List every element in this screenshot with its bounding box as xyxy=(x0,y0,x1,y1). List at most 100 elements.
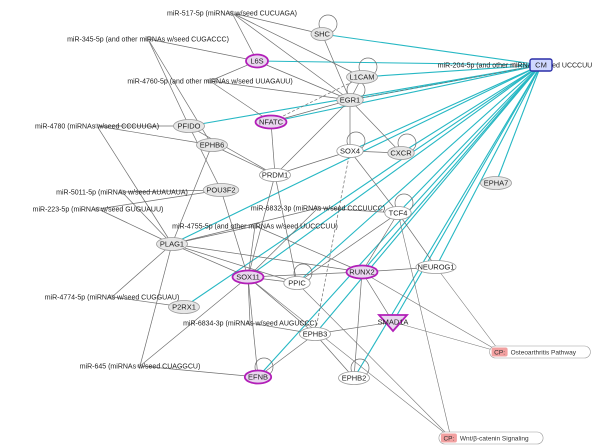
edge-m223-pou3f2 xyxy=(97,188,222,210)
node-tcf4[interactable]: TCF4 xyxy=(384,206,412,220)
node-m345[interactable]: miR-345-5p (and other miRNAs w/seed CUGA… xyxy=(67,37,229,44)
pathway-edge-sox11-cp-wnt xyxy=(247,276,452,439)
node-ellipse-shape xyxy=(243,369,273,385)
node-efnb[interactable]: EFNB xyxy=(243,369,273,385)
node-ppic[interactable]: PPIC xyxy=(283,276,311,290)
node-label: L6S xyxy=(250,57,263,66)
node-label: EFNB xyxy=(248,373,268,382)
node-ellipse-shape xyxy=(259,168,291,182)
mirna-label: miR-4760-5p (and other miRNAs w/seed UUA… xyxy=(127,79,292,86)
node-label: SOX11 xyxy=(236,273,260,282)
edge-m345-pfido xyxy=(147,38,190,127)
edge-m6832-sox11 xyxy=(247,207,319,278)
node-cxcr[interactable]: CXCR xyxy=(387,146,415,160)
edge-cm-sox11 xyxy=(247,64,542,278)
mirna-marker xyxy=(246,320,254,326)
node-label: PFIDO xyxy=(178,122,201,131)
mirna-label: miR-4774-5p (miRNAs w/seed CUGGUAU) xyxy=(45,295,180,302)
node-m4755[interactable]: miR-4755-5p (and other miRNAs w/seed UUC… xyxy=(172,224,338,231)
node-ephb2[interactable]: EPHB2 xyxy=(338,371,370,385)
node-pfido[interactable]: PFIDO xyxy=(173,119,205,133)
edge-cm-l1cam xyxy=(361,64,542,80)
node-pou3f2[interactable]: POU3F2 xyxy=(202,183,240,197)
node-cm[interactable]: CM xyxy=(529,58,553,72)
node-label: SMAD1A xyxy=(378,318,409,327)
node-ephaz[interactable]: EPHA7 xyxy=(480,176,512,190)
node-nfatc[interactable]: NFATC xyxy=(254,114,288,130)
node-label: PRDM1 xyxy=(262,171,288,180)
edge-m4780-ephb xyxy=(96,125,213,147)
node-label: EPHA7 xyxy=(484,179,509,188)
node-ellipse-shape xyxy=(245,53,269,69)
pathway-label: Wnt/β-catenin Signaling xyxy=(460,435,529,442)
pathway-cp-osteoarthritis[interactable]: CP:Osteoarthritis Pathway xyxy=(489,345,591,359)
node-m645[interactable]: miR-645 (miRNAs w/seed CUAGGCU) xyxy=(80,364,201,371)
edge-ephb3-efnb xyxy=(257,333,316,378)
edge-cm-tcf4 xyxy=(397,64,542,214)
node-ellipse-shape xyxy=(310,27,334,41)
edge-pou3f2-sox11 xyxy=(220,189,249,278)
node-egr1[interactable]: EGR1 xyxy=(336,93,364,107)
mirna-label: miR-6834-3p (miRNAs w/seed AUGUCCC) xyxy=(183,321,317,328)
edge-sox4-tcf4 xyxy=(349,150,399,214)
node-m204[interactable]: miR-204-5p (and other miRNAs w/seed UCCC… xyxy=(438,63,592,70)
edge-m4760-nfatc xyxy=(209,80,272,123)
node-ellipse-shape xyxy=(338,371,370,385)
node-label: P2RX1 xyxy=(172,303,196,312)
mirna-marker xyxy=(136,363,144,369)
edge-sox4-ephb3 xyxy=(313,150,351,335)
node-m517[interactable]: miR-517-5p (miRNAs w/seed CUCUAGA) xyxy=(167,11,297,18)
node-ellipse-shape xyxy=(173,119,205,133)
node-p2rx1[interactable]: P2RX1 xyxy=(168,300,200,314)
node-label: NEUROG1 xyxy=(417,263,454,272)
edge-plag1-ppic xyxy=(171,243,298,284)
node-m6834[interactable]: miR-6834-3p (miRNAs w/seed AUGUCCC) xyxy=(183,321,317,328)
edge-m4774-plag1 xyxy=(111,243,173,298)
node-m6832[interactable]: miR-6832-3p (miRNAs w/seed CCCUUCC) xyxy=(251,206,385,213)
node-ellipse-shape xyxy=(336,144,364,158)
edge-egr1-cxcr xyxy=(349,99,402,154)
node-l6s[interactable]: L6S xyxy=(245,53,269,69)
pathway-edge-layer xyxy=(247,212,501,439)
node-label: PPIC xyxy=(288,279,306,288)
edge-sox11-runx2 xyxy=(247,270,363,278)
edge-cm-ephb3 xyxy=(314,64,542,335)
node-l1cam[interactable]: L1CAM xyxy=(346,70,378,84)
node-sox11[interactable]: SOX11 xyxy=(231,269,265,285)
node-m223[interactable]: miR-223-5p (miRNAs w/seed GUGUAUU) xyxy=(33,207,164,214)
mirna-marker xyxy=(251,223,259,229)
node-runx2[interactable]: RUNX2 xyxy=(345,264,379,280)
pathway-edge-neurog-cp-osteoarthritis xyxy=(435,266,501,353)
edge-m517-l6s xyxy=(231,12,258,62)
edge-m345-l6s xyxy=(147,38,258,63)
edge-m645-sox11 xyxy=(139,276,249,367)
node-ephb3[interactable]: EPHB3 xyxy=(299,327,331,341)
pathway-cp-wnt[interactable]: CP: Wnt/β-catenin Signaling xyxy=(438,431,544,445)
pathway-pill xyxy=(438,431,544,445)
mirna-label: miR-223-5p (miRNAs w/seed GUGUAUU) xyxy=(33,207,164,214)
mirna-marker xyxy=(228,10,236,16)
mirna-hub-shape xyxy=(529,58,553,72)
node-ephb[interactable]: EPHB6 xyxy=(196,138,228,152)
node-label: EPHB3 xyxy=(303,330,328,339)
node-smd[interactable]: SMAD1A xyxy=(377,314,409,333)
node-label: SOX4 xyxy=(340,147,360,156)
node-ellipse-shape xyxy=(283,276,311,290)
node-m4780[interactable]: miR-4780 (miRNAs w/seed CCCUUGA) xyxy=(35,124,159,131)
node-triangle-shape xyxy=(377,314,409,333)
pathway-tag: CP: xyxy=(443,435,454,442)
edge-prdm1-ppic xyxy=(274,174,299,284)
mirna-label: miR-4780 (miRNAs w/seed CCCUUGA) xyxy=(35,124,159,131)
node-prdm1[interactable]: PRDM1 xyxy=(259,168,291,182)
node-sox4[interactable]: SOX4 xyxy=(336,144,364,158)
node-ellipse-shape xyxy=(156,237,188,251)
edge-m4755-sox11 xyxy=(246,225,256,278)
edge-tcf4-neurog xyxy=(397,212,437,268)
node-m4760[interactable]: miR-4760-5p (and other miRNAs w/seed UUA… xyxy=(127,79,292,86)
node-ellipse-shape xyxy=(168,300,200,314)
node-m5011[interactable]: miR-5011-5p (miRNAs w/seed AUAUAUA) xyxy=(56,190,188,197)
node-m4774[interactable]: miR-4774-5p (miRNAs w/seed CUGGUAU) xyxy=(45,295,180,302)
node-shc[interactable]: SHC xyxy=(310,27,334,41)
node-neurog[interactable]: NEUROG1 xyxy=(415,260,457,274)
node-plag1[interactable]: PLAG1 xyxy=(156,237,188,251)
